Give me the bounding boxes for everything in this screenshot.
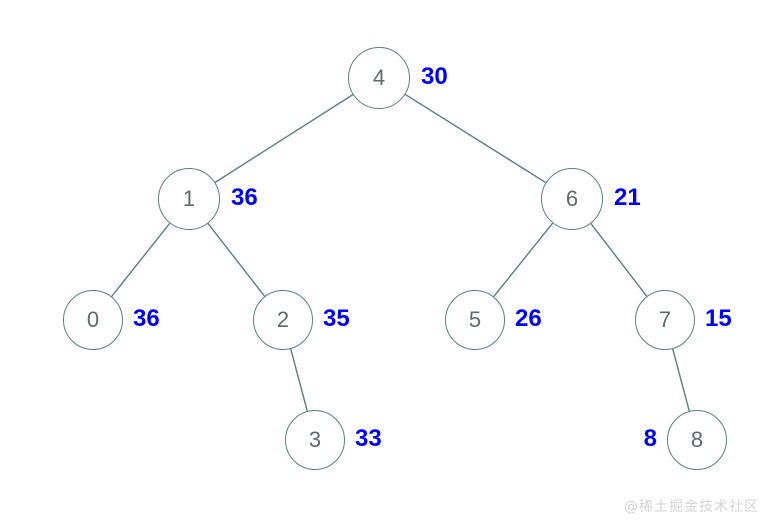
tree-node-index-0: 0 <box>86 307 100 332</box>
tree-node-0[interactable]: 0 <box>63 290 123 350</box>
tree-node-index-7: 7 <box>658 307 672 332</box>
tree-node-value-6: 21 <box>614 183 641 211</box>
tree-edge <box>493 222 554 298</box>
tree-node-value-4: 30 <box>421 62 448 90</box>
tree-edge <box>214 94 354 183</box>
tree-edge <box>404 93 547 184</box>
tree-node-1[interactable]: 1 <box>158 168 220 230</box>
tree-edge <box>672 348 690 412</box>
tree-node-2[interactable]: 2 <box>253 290 313 350</box>
tree-node-index-4: 4 <box>372 65 386 90</box>
tree-node-value-2: 35 <box>323 304 350 332</box>
tree-node-4[interactable]: 4 <box>348 47 410 109</box>
tree-node-index-5: 5 <box>468 307 482 332</box>
tree-node-3[interactable]: 3 <box>285 410 345 470</box>
tree-node-value-1: 36 <box>231 183 258 211</box>
tree-node-index-6: 6 <box>565 186 579 211</box>
tree-edge <box>290 348 308 412</box>
tree-node-8[interactable]: 8 <box>667 410 727 470</box>
tree-node-value-7: 15 <box>705 304 732 332</box>
watermark-text: @稀土掘金技术社区 <box>624 499 759 515</box>
tree-node-value-5: 26 <box>515 304 542 332</box>
tree-node-index-1: 1 <box>182 186 196 211</box>
tree-edge <box>111 222 171 297</box>
tree-node-7[interactable]: 7 <box>635 290 695 350</box>
tree-edge <box>207 223 266 297</box>
tree-node-value-3: 33 <box>355 424 382 452</box>
tree-node-6[interactable]: 6 <box>541 168 603 230</box>
tree-node-value-8: 8 <box>643 424 657 452</box>
tree-node-value-0: 36 <box>133 304 160 332</box>
tree-edge <box>590 223 648 297</box>
tree-node-index-8: 8 <box>690 427 704 452</box>
tree-node-index-3: 3 <box>308 427 322 452</box>
tree-node-5[interactable]: 5 <box>445 290 505 350</box>
tree-node-index-2: 2 <box>276 307 290 332</box>
